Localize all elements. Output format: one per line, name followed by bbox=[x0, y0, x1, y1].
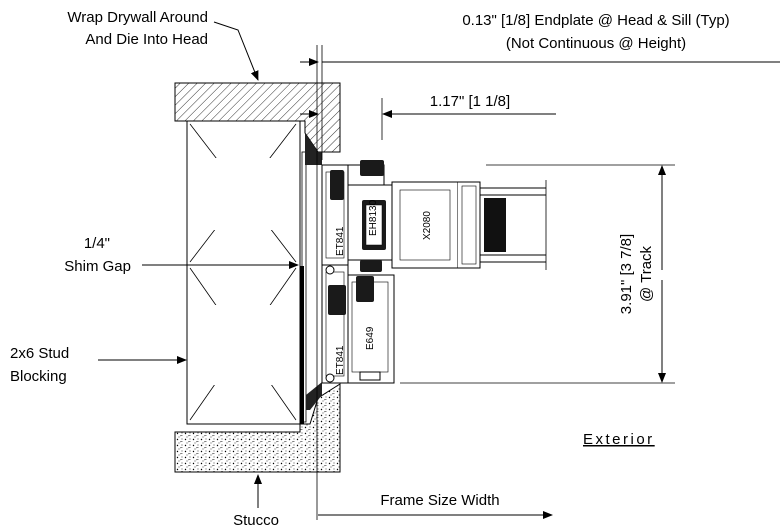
part-label-et841-upper: ET841 bbox=[335, 226, 346, 256]
part-label-x2080: X2080 bbox=[422, 211, 433, 240]
stud-note-line1: 2x6 Stud bbox=[10, 345, 69, 362]
shim-gap-strip bbox=[299, 266, 304, 424]
frame-size-label: Frame Size Width bbox=[380, 492, 499, 509]
frame-e649 bbox=[347, 274, 395, 384]
track-dim-line2: @ Track bbox=[638, 245, 655, 302]
stud-blocking bbox=[186, 120, 301, 425]
track-dim-line1: 3.91" [3 7/8] bbox=[618, 234, 635, 314]
stucco-label: Stucco bbox=[233, 512, 279, 529]
sealant-upper bbox=[305, 133, 322, 165]
sealant-lower bbox=[306, 382, 322, 410]
drywall-note-line1: Wrap Drywall Around bbox=[67, 9, 208, 26]
dim-117-label: 1.17" [1 1/8] bbox=[430, 93, 510, 110]
frame-et841-lower bbox=[321, 264, 349, 384]
frame-eh8130 bbox=[347, 184, 393, 272]
frame-et841-upper bbox=[321, 160, 385, 266]
glazing bbox=[480, 180, 547, 270]
part-label-e649: E649 bbox=[365, 326, 376, 350]
shim-gap-line1: 1/4" bbox=[84, 235, 110, 252]
endplate-note-line2: (Not Continuous @ Height) bbox=[506, 35, 686, 52]
endplate-note-line1: 0.13" [1/8] Endplate @ Head & Sill (Typ) bbox=[462, 12, 729, 29]
exterior-label: Exterior bbox=[583, 431, 655, 448]
frame-x2080 bbox=[391, 181, 481, 269]
part-label-eh8130: EH8130 bbox=[368, 199, 379, 236]
part-label-et841-lower: ET841 bbox=[335, 345, 346, 375]
stud-note-line2: Blocking bbox=[10, 368, 67, 385]
drywall-note-line2: And Die Into Head bbox=[85, 31, 208, 48]
shim-gap-line2: Shim Gap bbox=[64, 258, 131, 275]
